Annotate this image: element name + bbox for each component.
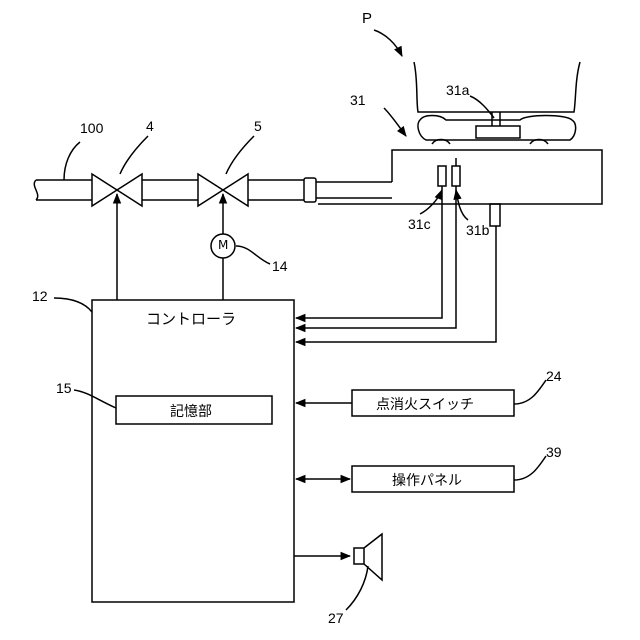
ref-pot: P	[362, 10, 372, 27]
ref-sensor-b: 31b	[466, 222, 489, 238]
valve-5-leader	[226, 136, 254, 174]
controller-box	[92, 300, 294, 602]
ref-gas-pipe: 100	[80, 120, 103, 136]
operation-panel-label: 操作パネル	[392, 470, 462, 490]
ref-valve-prop: 5	[254, 118, 262, 134]
stove-outlet-stub	[490, 204, 500, 226]
ignition-switch-label: 点消火スイッチ	[376, 394, 474, 414]
line-sensor-31c	[296, 186, 442, 318]
ignition-switch-leader	[514, 380, 546, 404]
speaker-leader	[346, 566, 368, 610]
memory-label: 記憶部	[170, 401, 212, 421]
sensor-31b-leader	[456, 190, 468, 220]
line-sensor-31b	[296, 186, 456, 328]
line-stove-outlet	[296, 226, 496, 342]
operation-panel-leader	[514, 456, 546, 480]
ref-controller: 12	[32, 288, 48, 304]
pipe-leader	[64, 142, 80, 180]
sensor-31b	[452, 166, 460, 186]
pot	[414, 62, 580, 112]
ref-grate: 31a	[446, 82, 469, 98]
burner-grate	[418, 112, 576, 144]
controller-leader	[54, 298, 92, 312]
ref-motor: 14	[272, 258, 288, 274]
speaker-icon	[354, 534, 382, 580]
pot-leader	[374, 30, 402, 56]
ref-sensor-c: 31c	[408, 216, 431, 232]
ref-valve-main: 4	[146, 118, 154, 134]
grate-leader	[470, 96, 494, 118]
motor-leader	[236, 246, 270, 264]
sensor-31c	[438, 166, 446, 186]
ref-ignition-switch: 24	[546, 368, 562, 384]
controller-label: コントローラ	[146, 308, 236, 329]
ref-memory: 15	[56, 380, 72, 396]
stove-leader	[384, 108, 406, 136]
ref-stove: 31	[350, 92, 366, 108]
sensor-31c-leader	[420, 190, 442, 214]
motor-label: M	[218, 238, 228, 252]
ref-operation-panel: 39	[546, 444, 562, 460]
ref-speaker: 27	[328, 610, 344, 626]
valve-4-leader	[120, 136, 148, 174]
pipe-coupling	[304, 178, 316, 202]
memory-leader	[74, 390, 116, 408]
